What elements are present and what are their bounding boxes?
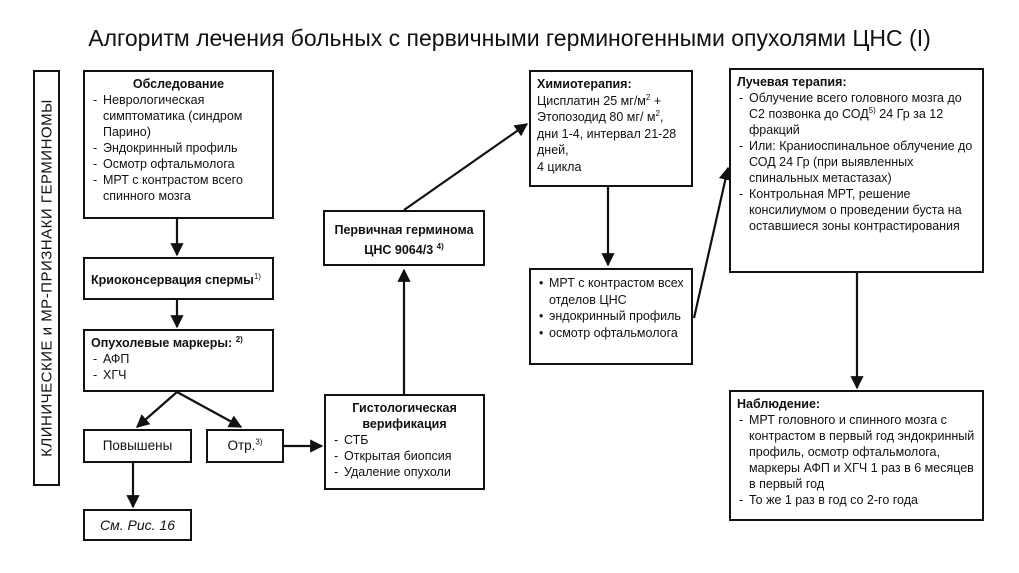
chemo-line2: Этопозодид 80 мг/ м <box>537 110 656 124</box>
germinoma-footnote: 4) <box>436 241 444 251</box>
exam-item: Неврологическая симптоматика (синдром Па… <box>91 92 266 140</box>
exam-item: Эндокринный профиль <box>91 140 266 156</box>
observation-item: То же 1 раз в год со 2-го года <box>737 492 976 508</box>
negative-box: Отр.3) <box>206 429 284 463</box>
germinoma-box: Первичная герминома ЦНС 9064/3 4) <box>323 210 485 266</box>
histology-item: СТБ <box>332 432 477 448</box>
radiotherapy-item: Облучение всего головного мозга до С2 по… <box>737 90 976 138</box>
chemo-line3: дни 1-4, интервал 21-28 дней, <box>537 126 677 158</box>
germinoma-line1: Первичная герминома <box>334 223 474 237</box>
chemo-line4: 4 цикла <box>537 159 582 174</box>
cryo-box: Криоконсервация спермы1) <box>83 257 274 300</box>
germinoma-line2: ЦНС 9064/3 <box>364 243 434 257</box>
cryo-footnote: 1) <box>253 271 261 281</box>
radiotherapy-item: Контрольная МРТ, решение консилиумом о п… <box>737 186 976 234</box>
radiotherapy-title: Лучевая терапия: <box>737 75 847 89</box>
marker-item: ХГЧ <box>91 367 266 383</box>
chemo-line1-sup: 2 <box>645 92 651 102</box>
radiotherapy-item1-end: 24 Гр за 12 фракций <box>749 107 944 137</box>
markers-footnote: 2) <box>235 334 243 344</box>
followup-item: МРТ с контрастом всех отделов ЦНС <box>537 275 685 308</box>
elevated-box: Повышены <box>83 429 192 463</box>
radiotherapy-item1-text: Облучение всего головного мозга до С2 по… <box>749 91 962 121</box>
arrow-markers-to-negative <box>176 391 243 428</box>
chemo-title: Химиотерапия: <box>537 77 632 91</box>
cryo-label: Криоконсервация спермы <box>91 273 254 287</box>
observation-title: Наблюдение: <box>737 397 821 411</box>
page-title: Алгоритм лечения больных с первичными ге… <box>88 25 931 51</box>
histology-title: Гистологическая верификация <box>352 401 457 431</box>
radiotherapy-item: Или: Краниоспинальное облучение до СОД 2… <box>737 138 976 186</box>
chemo-line1-end: + <box>650 93 662 108</box>
observation-item: МРТ головного и спинного мозга с контрас… <box>737 412 976 492</box>
arrow-mri-to-radio <box>692 166 732 319</box>
markers-box: Опухолевые маркеры: 2) АФП ХГЧ <box>83 329 274 392</box>
chemo-line1: Цисплатин 25 мг/м <box>537 93 646 108</box>
see-figure-label: См. Рис. 16 <box>100 517 175 533</box>
histology-box: Гистологическая верификация СТБ Открытая… <box>324 394 485 490</box>
negative-footnote: 3) <box>255 437 263 447</box>
histology-item: Открытая биопсия <box>332 448 477 464</box>
see-figure-box: См. Рис. 16 <box>83 509 192 541</box>
radiotherapy-box: Лучевая терапия: Облучение всего головно… <box>729 68 984 273</box>
exam-item: МРТ с контрастом всего спинного мозга <box>91 172 266 204</box>
elevated-label: Повышены <box>102 438 173 453</box>
marker-item: АФП <box>91 351 266 367</box>
markers-title: Опухолевые маркеры: <box>91 336 233 350</box>
followup-mri-box: МРТ с контрастом всех отделов ЦНС эндокр… <box>529 268 693 365</box>
exam-box: Обследование Неврологическая симптоматик… <box>83 70 274 219</box>
chemo-line2-sup: 2 <box>655 108 660 118</box>
observation-box: Наблюдение: МРТ головного и спинного моз… <box>729 390 984 521</box>
followup-item: эндокринный профиль <box>537 308 685 325</box>
arrow-markers-to-elevated <box>136 391 178 428</box>
chemo-box: Химиотерапия: Цисплатин 25 мг/м2 + Этопо… <box>529 70 693 187</box>
radiotherapy-footnote: 5) <box>868 105 876 115</box>
exam-title: Обследование <box>132 77 225 91</box>
negative-label: Отр. <box>227 438 256 453</box>
arrow-germinoma-to-chemo <box>403 123 529 211</box>
exam-item: Осмотр офтальмолога <box>91 156 266 172</box>
followup-item: осмотр офтальмолога <box>537 325 685 342</box>
side-label-box: КЛИНИЧЕСКИЕ и МР-ПРИЗНАКИ ГЕРМИНОМЫ <box>33 70 60 486</box>
histology-item: Удаление опухоли <box>332 464 477 480</box>
chemo-line2-end: , <box>659 110 664 124</box>
